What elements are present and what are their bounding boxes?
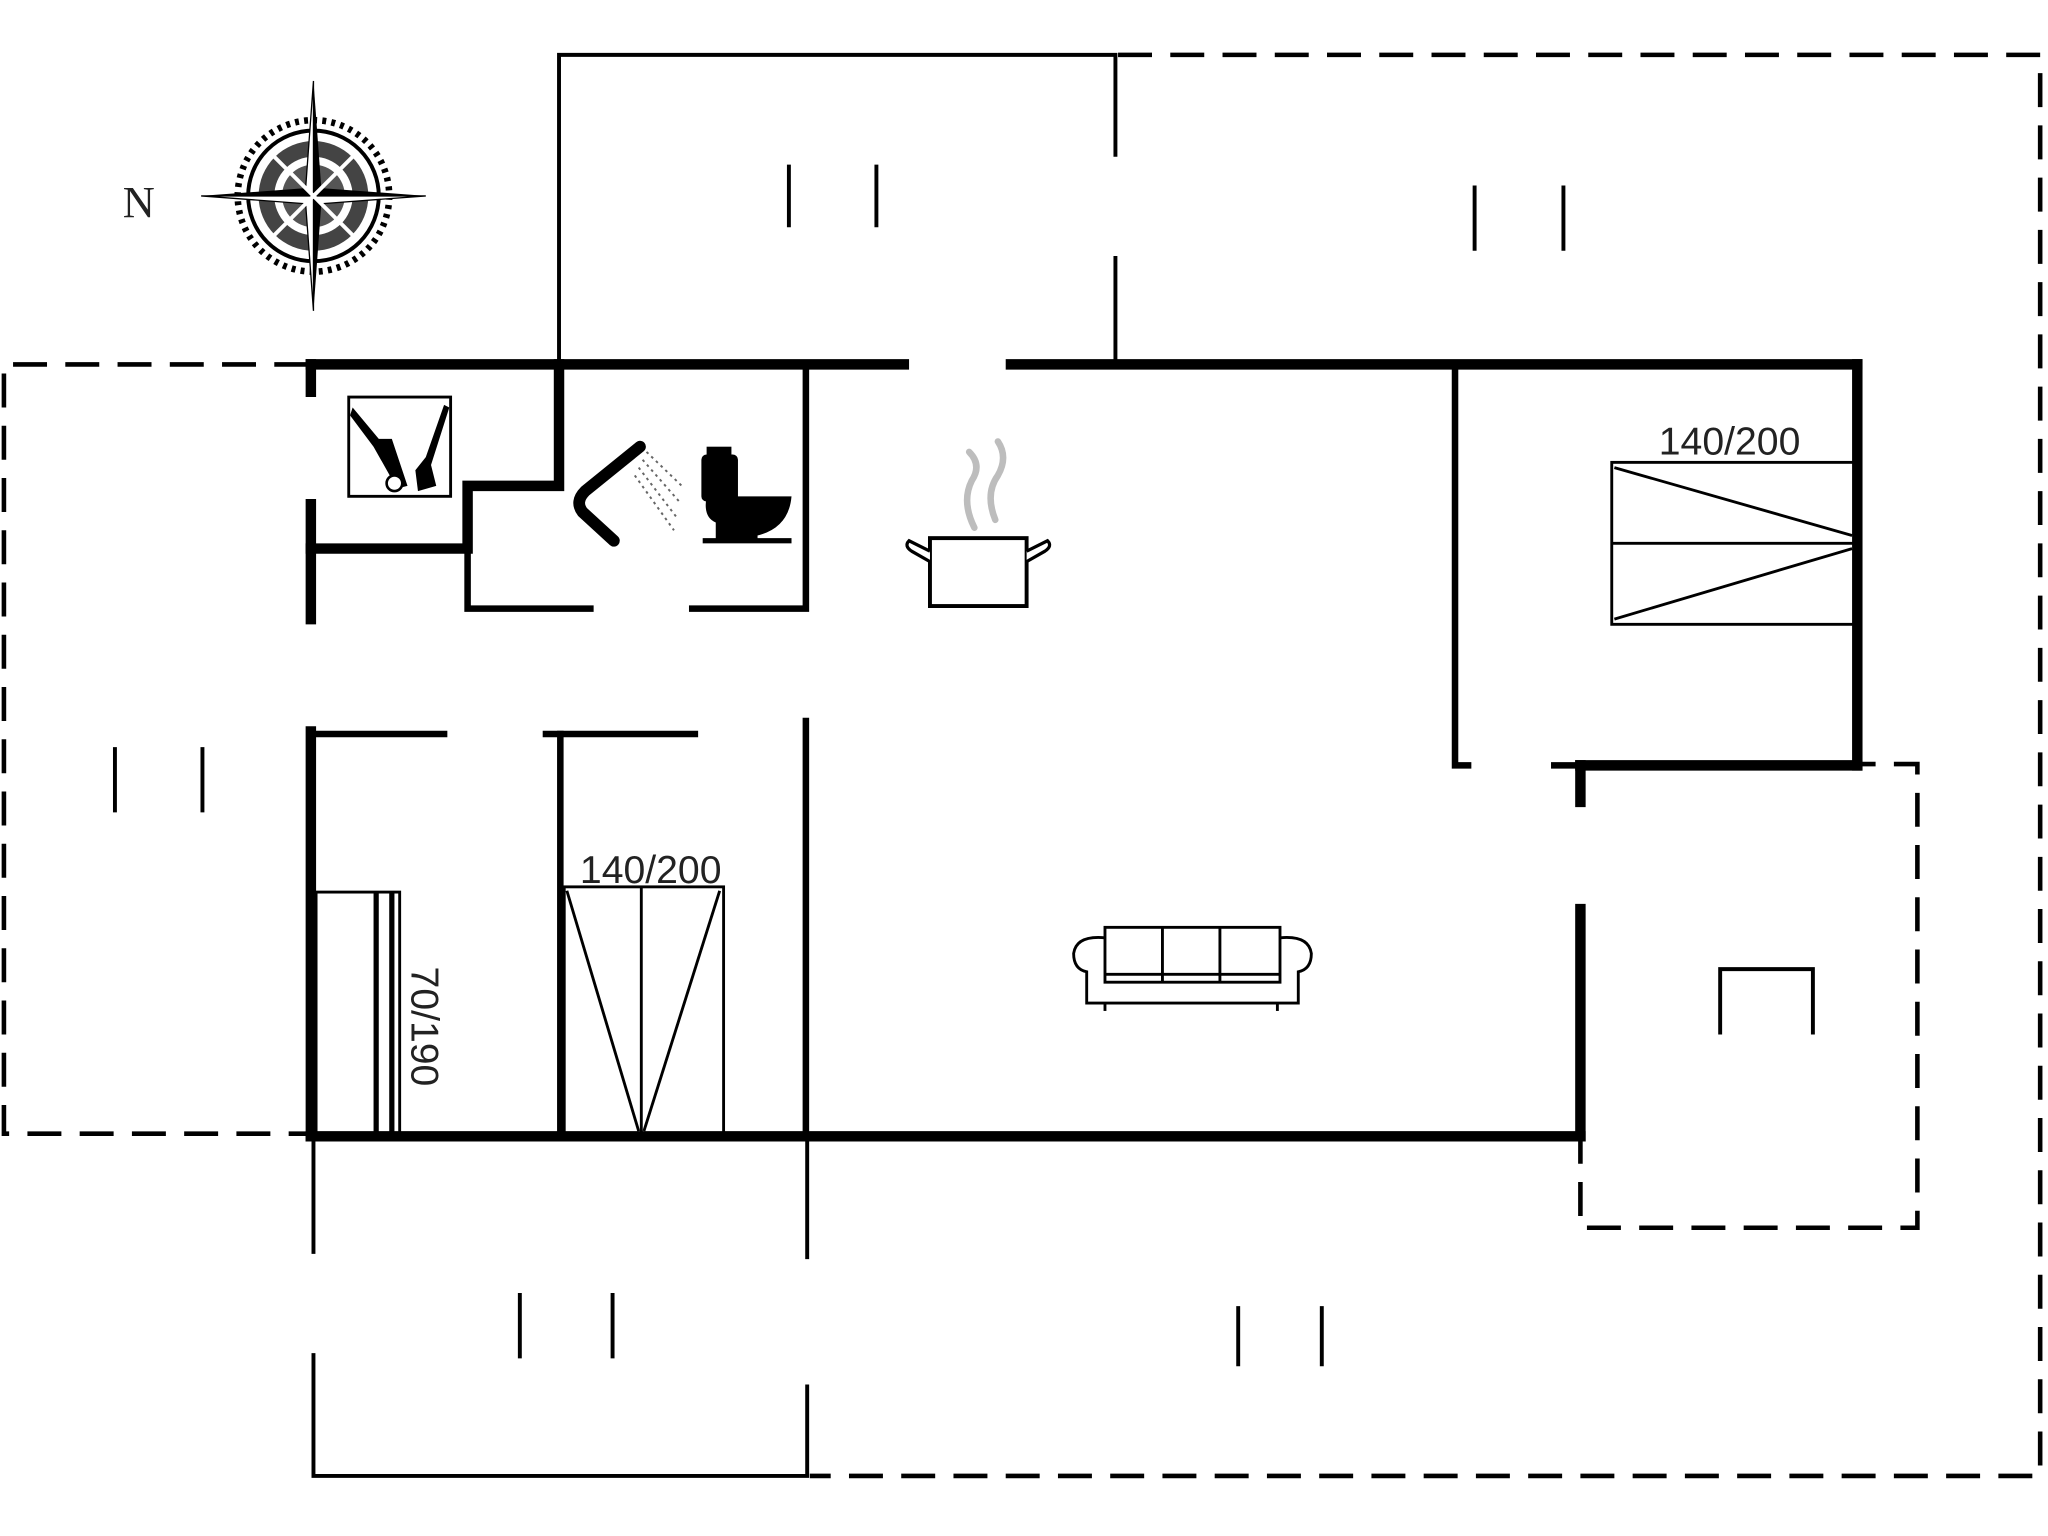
- table-icon: [1718, 967, 1815, 1035]
- interior-walls: [305, 359, 1584, 1140]
- terrace-markers: [112, 164, 1815, 1367]
- bed-size-label: 140/200: [1659, 421, 1801, 464]
- compass-north-label: N: [123, 177, 155, 227]
- bed-size-label: 140/200: [580, 849, 722, 892]
- shower-icon: [573, 440, 683, 547]
- toilet-icon: [701, 446, 792, 544]
- bed-bedroom-east: 140/200: [1610, 421, 1857, 626]
- outdoor-structures: [311, 52, 1118, 1478]
- sofa-icon: [1072, 925, 1313, 1011]
- compass-icon: [201, 80, 426, 311]
- bed-size-label: 70/190: [402, 967, 445, 1087]
- exterior-walls: [305, 359, 1863, 1142]
- cooking-pot-icon: [905, 438, 1052, 608]
- compass-rose: N: [123, 80, 426, 311]
- bed-single: 70/190: [314, 890, 445, 1137]
- bed-bedroom-southwest: 140/200: [562, 849, 726, 1137]
- utility-tools-icon: [347, 395, 453, 498]
